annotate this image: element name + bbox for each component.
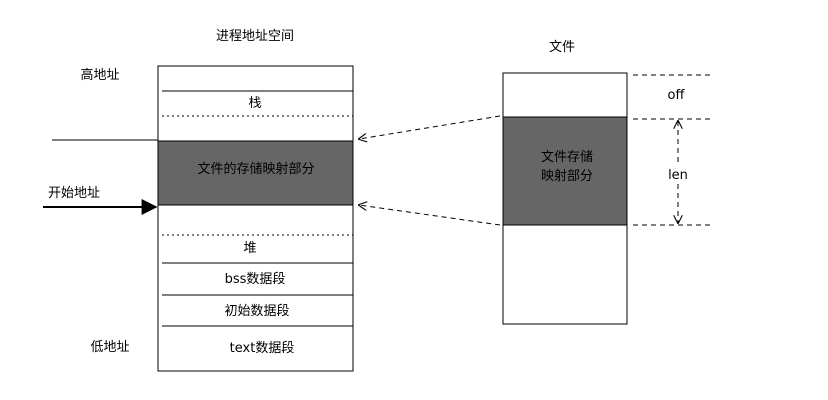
file-area: 文件 文件存储 映射部分 off len	[502, 40, 712, 325]
segment-mapped	[157, 140, 354, 206]
low-address-label: 低地址	[90, 340, 129, 355]
segment-stack: 栈	[248, 96, 261, 111]
segment-heap: 堆	[243, 241, 256, 256]
high-address-label: 高地址	[80, 67, 119, 83]
process-title: 进程地址空间	[216, 29, 294, 44]
segment-text: text数据段	[230, 341, 295, 356]
file-mapped-label-1: 文件存储	[541, 150, 593, 165]
file-title: 文件	[549, 40, 575, 55]
segment-mapped-label: 文件的存储映射部分	[197, 161, 314, 177]
length-label-bg	[664, 164, 692, 184]
offset-label: off	[668, 88, 686, 103]
process-box	[157, 65, 354, 372]
segment-bss: bss数据段	[225, 272, 286, 287]
mapping-arrow-bottom	[359, 205, 501, 226]
segment-init-data: 初始数据段	[224, 304, 289, 319]
start-address-label: 开始地址	[48, 186, 100, 201]
process-address-space: 进程地址空间 高地址 低地址 栈 文件的存储映射部分 堆 bss数据段 初始数据…	[43, 29, 354, 372]
file-mapped-region	[502, 116, 628, 226]
file-mapped-label-2: 映射部分	[541, 168, 593, 184]
mapping-arrow-top	[359, 115, 501, 139]
length-label: len	[668, 168, 688, 183]
